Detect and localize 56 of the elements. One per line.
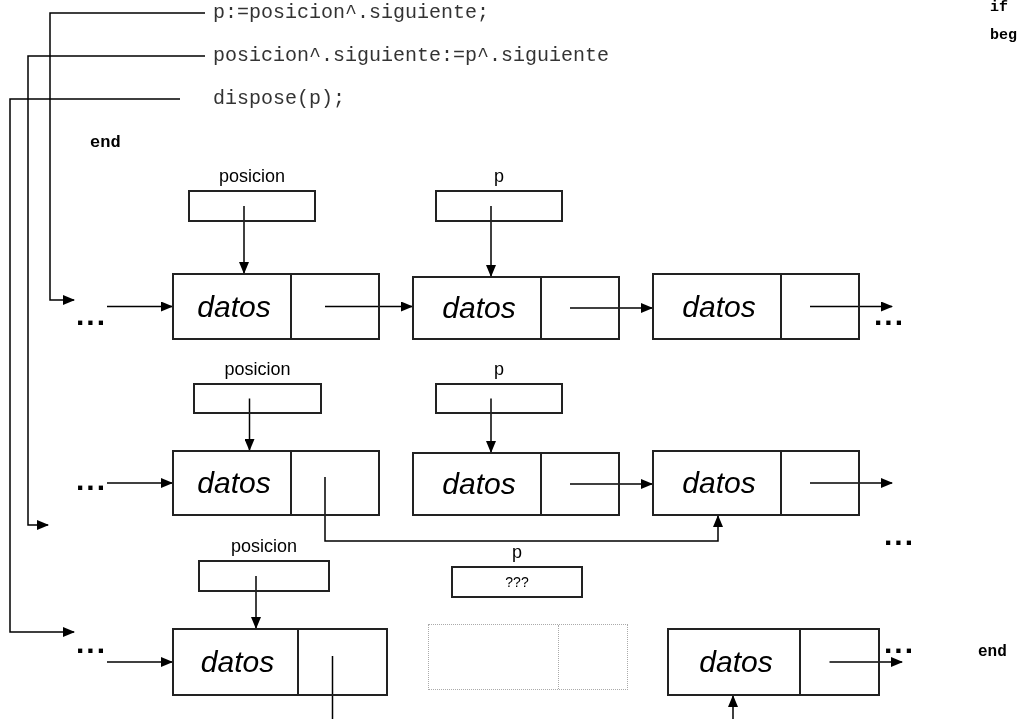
arrow [828, 657, 903, 667]
arrow [486, 397, 496, 453]
ellipsis: ... [76, 465, 107, 495]
data-field-label: datos [698, 645, 774, 679]
code-line: dispose(p); [213, 86, 346, 112]
variable-name: posicion [217, 166, 286, 186]
data-field-label: datos [681, 466, 757, 500]
ellipsis: ... [874, 300, 905, 330]
pointer-value: ??? [505, 572, 529, 592]
leader-arrow [49, 12, 206, 305]
arrow [324, 476, 723, 542]
arrow [809, 478, 893, 488]
arrow [569, 479, 653, 489]
data-field-label: datos [681, 289, 757, 324]
list-node [172, 450, 380, 516]
arrow [809, 301, 893, 312]
data-field-label: datos [196, 466, 272, 500]
ellipsis: ... [76, 300, 107, 330]
list-node [172, 273, 380, 340]
code-line: p:=posicion^.siguiente; [213, 0, 490, 26]
list-node [652, 273, 860, 340]
list-node [172, 628, 388, 696]
data-field-label: datos [441, 467, 517, 501]
ellipsis: ... [884, 628, 915, 658]
arrow [106, 657, 173, 667]
data-field-label: datos [441, 291, 517, 325]
variable-name: p [493, 359, 505, 379]
list-node [667, 628, 880, 696]
list-node [652, 450, 860, 516]
ellipsis: ... [884, 520, 915, 550]
code-keyword: if [990, 0, 1008, 16]
code-keyword: beg [990, 26, 1017, 46]
arrow [106, 478, 173, 488]
code-line: posicion^.siguiente:=p^.siguiente [213, 43, 610, 69]
leader-arrow [9, 98, 181, 637]
list-node [412, 452, 620, 516]
arrow [324, 301, 413, 312]
arrow [569, 303, 653, 313]
ellipsis: ... [76, 628, 107, 658]
code-keyword: end [978, 642, 1007, 663]
arrow [486, 205, 496, 277]
variable-name: p [511, 542, 523, 562]
leader-arrow [27, 55, 206, 530]
code-keyword: end [90, 132, 121, 154]
arrow [251, 575, 261, 629]
variable-name: posicion [229, 536, 298, 556]
arrow [106, 301, 173, 312]
variable-name: p [493, 166, 505, 186]
list-node [412, 276, 620, 340]
arrow [331, 655, 738, 719]
removed-list-node [428, 624, 628, 690]
data-field-label: datos [199, 645, 276, 679]
data-field-label: datos [196, 289, 272, 324]
arrow [239, 205, 249, 274]
variable-name: posicion [223, 359, 292, 379]
arrow [244, 397, 255, 451]
